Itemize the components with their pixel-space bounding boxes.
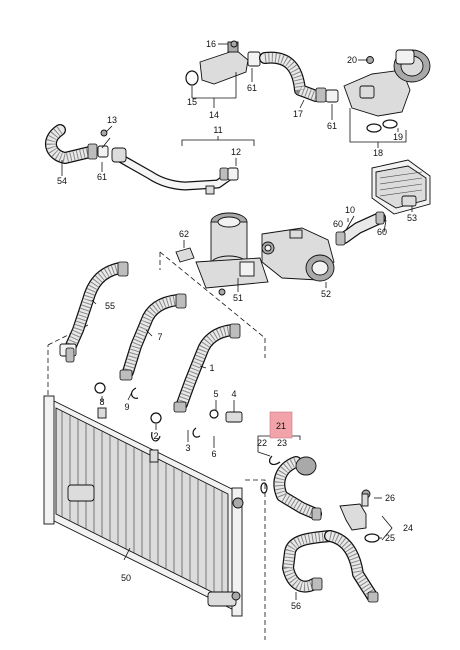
part-label-61-left: 61 <box>97 172 107 182</box>
part-label-53: 53 <box>407 213 417 223</box>
part-label-2: 2 <box>153 431 158 441</box>
part-label-51: 51 <box>233 293 243 303</box>
part-label-61-right: 61 <box>327 121 337 131</box>
connector-24 <box>339 489 380 543</box>
part-label-16: 16 <box>206 39 216 49</box>
dashed-assembly-outline <box>47 251 266 640</box>
hose-55 <box>59 261 129 363</box>
oil-filter-housing-51 <box>195 212 269 296</box>
part-label-6: 6 <box>211 449 216 459</box>
part-label-11: 11 <box>213 125 222 135</box>
part-label-4: 4 <box>231 389 236 399</box>
part-label-21: 21 <box>276 421 286 431</box>
part-label-60-right: 60 <box>377 227 387 237</box>
part-label-24: 24 <box>403 523 413 533</box>
hose-54 <box>45 124 109 164</box>
hose-7 <box>119 293 187 381</box>
water-pump-52 <box>261 227 335 282</box>
clip-62 <box>175 247 195 263</box>
hose-10 <box>335 211 386 246</box>
part-label-60-left: 60 <box>333 219 343 229</box>
part-label-20: 20 <box>347 55 357 65</box>
part-label-5: 5 <box>213 389 218 399</box>
part-label-25: 25 <box>385 533 395 543</box>
part-label-50: 50 <box>121 573 131 583</box>
hose-21 <box>260 455 322 521</box>
coolant-pipe-11 <box>100 129 239 195</box>
part-label-3: 3 <box>185 443 190 453</box>
cooler-53 <box>371 159 431 215</box>
part-label-12: 12 <box>231 147 241 157</box>
hose-17 <box>259 51 339 103</box>
highlight-box-21 <box>269 411 293 439</box>
part-label-56: 56 <box>291 601 301 611</box>
part-label-55: 55 <box>105 301 115 311</box>
hose-56 <box>282 530 379 603</box>
part-label-62: 62 <box>179 229 189 239</box>
part-label-17: 17 <box>293 109 303 119</box>
part-label-26: 26 <box>385 493 395 503</box>
part-label-1: 1 <box>209 363 214 373</box>
part-label-8: 8 <box>99 397 104 407</box>
part-label-10: 10 <box>345 205 355 215</box>
part-label-61-top: 61 <box>247 83 257 93</box>
radiator <box>43 395 244 617</box>
part-label-23: 23 <box>277 438 287 448</box>
part-label-9: 9 <box>124 402 129 412</box>
part-label-14: 14 <box>209 110 219 120</box>
thermostat-housing-18 <box>343 49 431 133</box>
leader-lines <box>61 43 413 600</box>
hose-1 <box>173 323 241 413</box>
part-label-13: 13 <box>107 115 117 125</box>
part-label-7: 7 <box>157 332 162 342</box>
part-label-22: 22 <box>257 438 267 448</box>
pipe-assembly-14 <box>185 40 261 86</box>
part-number-labels: 16 15 61 14 17 61 20 19 18 13 9 11 12 54… <box>57 39 417 611</box>
part-label-52: 52 <box>321 289 331 299</box>
part-label-19: 19 <box>393 132 403 142</box>
part-label-18: 18 <box>373 148 383 158</box>
part-label-54: 54 <box>57 176 67 186</box>
part-label-15: 15 <box>187 97 197 107</box>
